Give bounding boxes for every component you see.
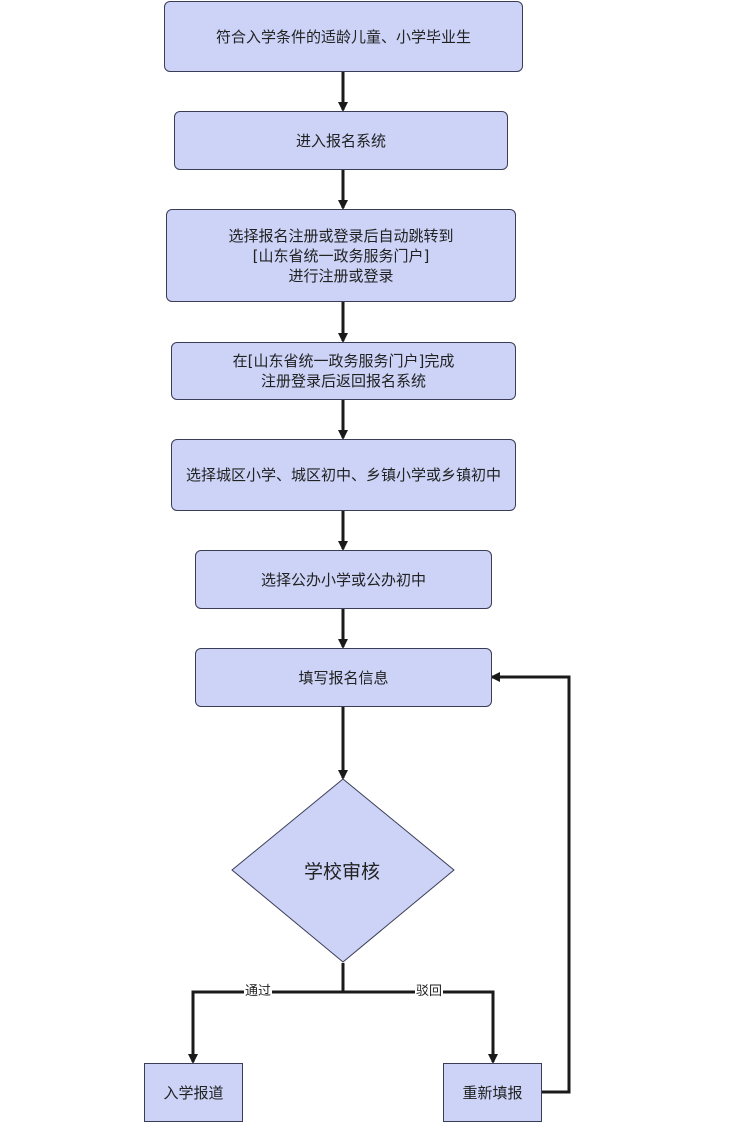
node-complete-register: 在[山东省统一政务服务门户]完成 注册登录后返回报名系统 <box>171 342 516 400</box>
node-refill: 重新填报 <box>443 1063 542 1122</box>
node-select-public-text: 选择公办小学或公办初中 <box>260 570 426 589</box>
node-enroll: 入学报道 <box>144 1063 243 1122</box>
node-enter-system: 进入报名系统 <box>174 111 508 170</box>
edge-label-reject: 驳回 <box>415 984 444 999</box>
node-enroll-text: 入学报道 <box>163 1083 224 1102</box>
node-complete-register-line-2: 注册登录后返回报名系统 <box>260 372 426 390</box>
node-register-redirect-line-1: 选择报名注册或登录后自动跳转到 <box>228 226 454 245</box>
edge-refill-loop-to-fill <box>490 672 571 1094</box>
node-start-text: 符合入学条件的适龄儿童、小学毕业生 <box>215 27 471 46</box>
node-start: 符合入学条件的适龄儿童、小学毕业生 <box>164 1 523 72</box>
decision-diamond <box>231 778 455 963</box>
node-fill-info: 填写报名信息 <box>195 648 492 707</box>
node-complete-register-line-1: 在[山东省统一政务服务门户]完成 <box>232 352 455 370</box>
node-refill-text: 重新填报 <box>462 1083 523 1102</box>
node-register-redirect: 选择报名注册或登录后自动跳转到 [山东省统一政务服务门户] 进行注册或登录 <box>166 209 516 302</box>
edge-label-pass: 通过 <box>244 984 273 999</box>
node-select-area-text: 选择城区小学、城区初中、乡镇小学或乡镇初中 <box>185 466 501 484</box>
node-select-area: 选择城区小学、城区初中、乡镇小学或乡镇初中 <box>171 439 516 511</box>
edge-reject-to-refill <box>343 990 498 1064</box>
node-fill-info-text: 填写报名信息 <box>298 668 389 687</box>
node-register-redirect-line-3: 进行注册或登录 <box>288 266 394 285</box>
edge-pass-to-enroll <box>188 990 343 1064</box>
node-enter-system-text: 进入报名系统 <box>295 131 386 150</box>
decision-label: 学校审核 <box>304 861 381 883</box>
node-select-public: 选择公办小学或公办初中 <box>195 550 492 609</box>
node-register-redirect-line-2: [山东省统一政务服务门户] <box>252 246 430 265</box>
